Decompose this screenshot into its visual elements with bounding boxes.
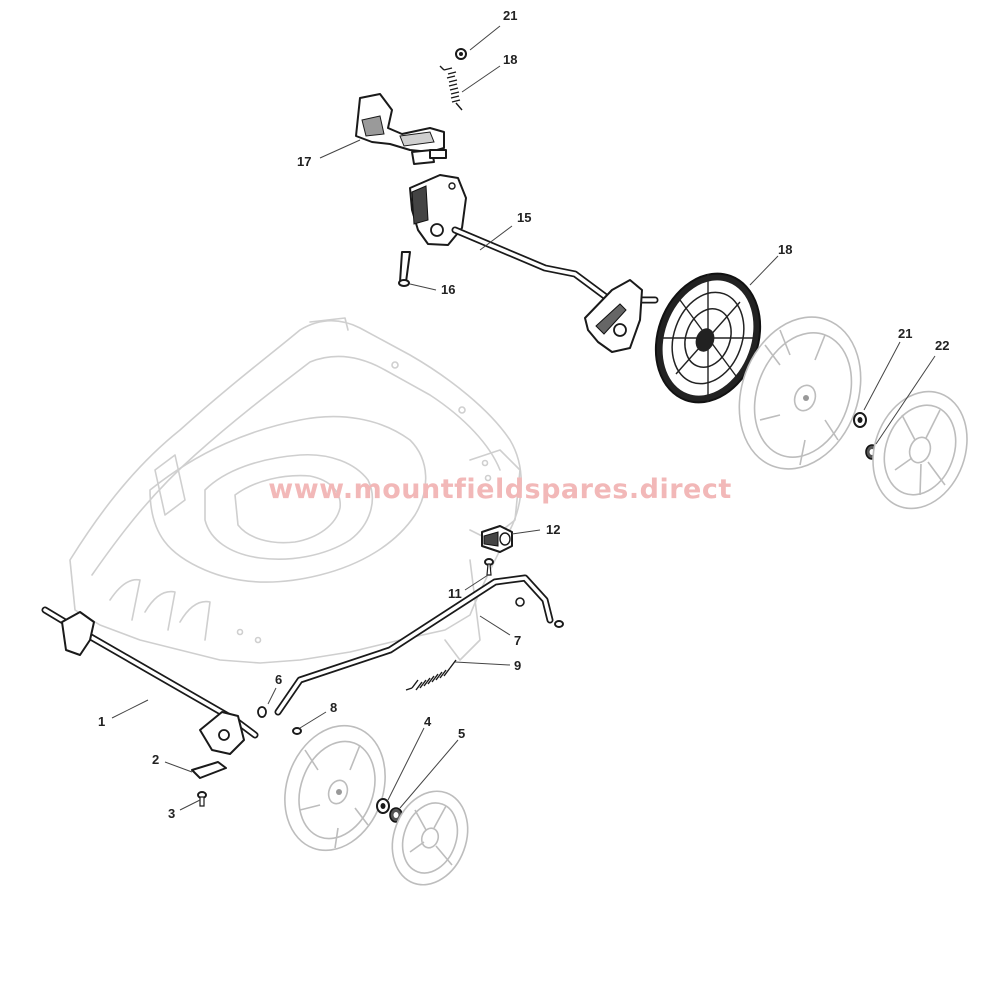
watermark: www.mountfieldspares.direct [268,474,731,505]
part-18-rear-wheel-cover[interactable] [638,259,777,417]
part-4-washer[interactable] [376,798,390,814]
label-part-17: 21 [503,8,517,23]
label-part-1: 1 [98,714,105,729]
label-part-22: 22 [935,338,949,353]
label-part-14: 16 [441,282,455,297]
label-part-16: 18 [503,52,517,67]
front-wheel [284,724,386,852]
part-16-spring[interactable] [439,65,463,111]
label-part-11: 11 [448,586,462,601]
part-14-pin[interactable] [398,251,411,287]
part-6-washer[interactable] [257,706,267,718]
part-15-lever-handle[interactable] [355,93,447,165]
label-part-12: 12 [546,522,560,537]
label-part-4: 4 [424,714,432,729]
label-part-18: 18 [778,242,792,257]
part-1-front-axle[interactable] [41,606,259,755]
front-hub-cap [391,790,469,886]
part-3-screw[interactable] [197,791,207,807]
part-21-washer[interactable] [853,412,867,428]
label-part-13: 15 [517,210,531,225]
part-13-rear-axle[interactable] [409,174,659,353]
part-9-spring[interactable] [405,659,457,691]
part-17-nut[interactable] [455,48,467,60]
part-11-screw[interactable] [484,558,494,576]
label-part-15: 17 [297,154,311,169]
part-7-lever-rod[interactable] [274,574,564,716]
label-part-2: 2 [152,752,159,767]
label-part-3: 3 [168,806,175,821]
label-part-7: 7 [514,633,521,648]
label-part-21: 21 [898,326,912,341]
label-part-5: 5 [458,726,465,741]
part-8-screw[interactable] [292,727,302,735]
rear-hub-cap [872,390,968,510]
rear-wheel [738,316,862,470]
part-12-bracket[interactable] [481,525,513,553]
part-2-plate[interactable] [191,761,227,779]
label-part-8: 8 [330,700,337,715]
label-part-9: 9 [514,658,521,673]
part-labels: 21 18 17 15 16 18 21 22 12 11 7 9 6 8 1 … [98,8,949,821]
label-part-6: 6 [275,672,282,687]
leader-lines [111,25,936,811]
